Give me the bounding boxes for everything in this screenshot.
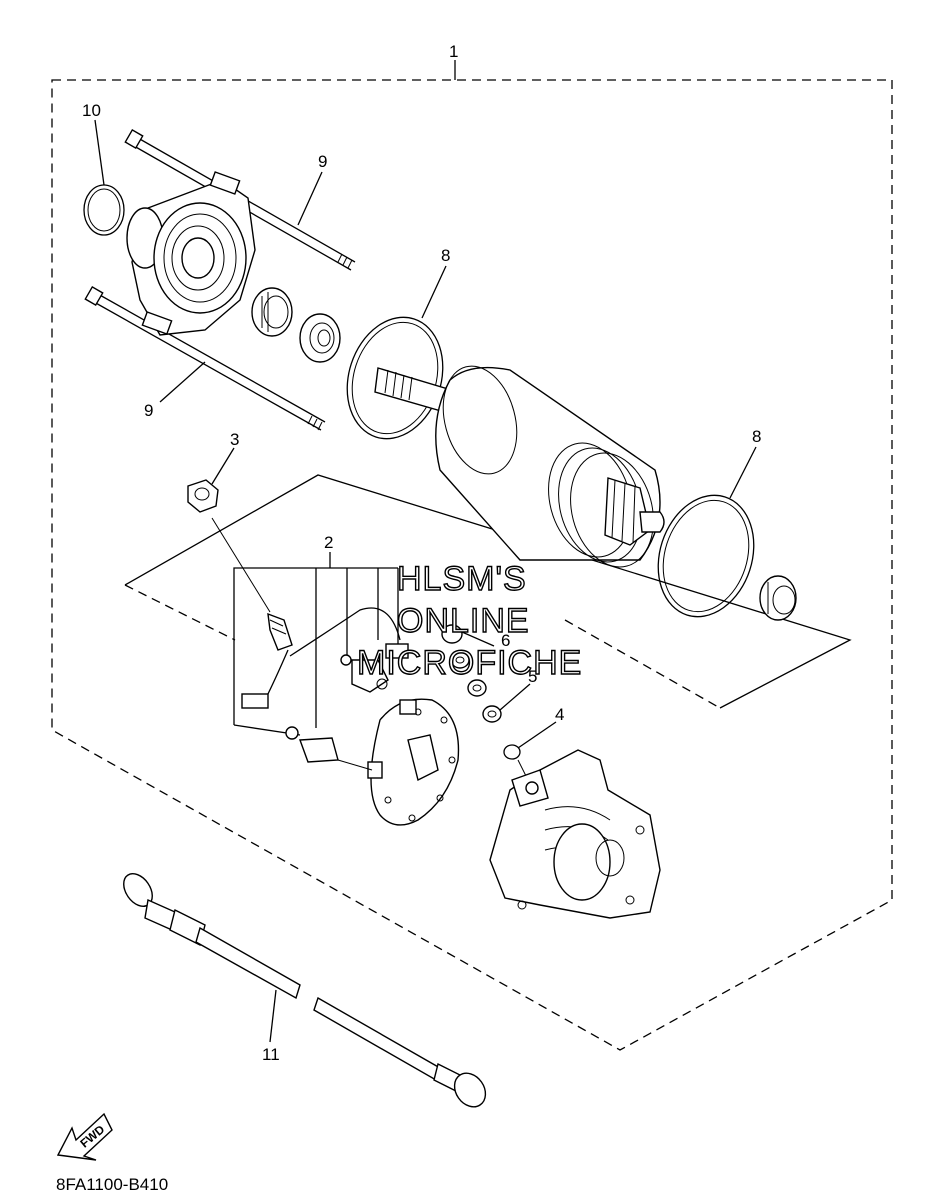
callout-6: 6	[501, 631, 510, 650]
nut-3-leader	[211, 517, 271, 613]
oil-seal	[299, 313, 341, 363]
callout-9b: 9	[144, 401, 153, 420]
watermark-line-3: MICROFICHE	[357, 644, 582, 682]
armature-yoke	[374, 365, 665, 568]
callout-leader-9b	[159, 361, 206, 403]
callout-8b: 8	[752, 427, 761, 446]
callout-11: 11	[262, 1045, 280, 1064]
callout-leader-10	[94, 119, 105, 186]
diagram-code: 8FA1100-B410	[56, 1175, 168, 1194]
assembly-boundary	[51, 79, 893, 1051]
rear-cover	[489, 749, 661, 919]
callout-leader-8b	[729, 446, 757, 499]
callout-9a: 9	[318, 152, 327, 171]
fwd-arrow-icon	[56, 1112, 113, 1161]
brush-plane-dash2	[564, 619, 721, 709]
callout-5: 5	[528, 667, 537, 686]
callout-2: 2	[324, 533, 333, 552]
o-ring-4	[503, 744, 521, 760]
callout-leader-4	[517, 721, 557, 749]
watermark-line-2: ONLINE	[397, 602, 530, 640]
rear-bearing	[759, 575, 797, 621]
washer-5	[482, 705, 502, 723]
lead-wire-11	[123, 873, 487, 1108]
front-cover	[126, 171, 256, 336]
nut-3	[187, 479, 219, 513]
o-ring-10	[83, 184, 125, 236]
callout-leader-8a	[421, 265, 447, 319]
callout-leader-3	[211, 447, 235, 485]
o-ring-8-rear	[657, 494, 755, 618]
callout-1: 1	[449, 42, 458, 61]
callout-leader-6	[461, 631, 495, 647]
callout-leader-11	[269, 989, 277, 1043]
callout-leader-9a	[297, 171, 323, 226]
brush-holder-assembly	[233, 567, 409, 763]
through-bolt-lower	[84, 285, 326, 431]
watermark-line-1: HLSM'S	[397, 560, 527, 598]
needle-bearing	[251, 287, 293, 337]
callout-8a: 8	[441, 246, 450, 265]
brush-plane-dash	[124, 584, 236, 641]
callout-10: 10	[82, 101, 101, 120]
brush-plate	[337, 698, 460, 826]
callout-3: 3	[230, 430, 239, 449]
washer-6	[441, 624, 487, 697]
callout-4: 4	[555, 705, 564, 724]
callout-leader-5	[499, 683, 531, 711]
